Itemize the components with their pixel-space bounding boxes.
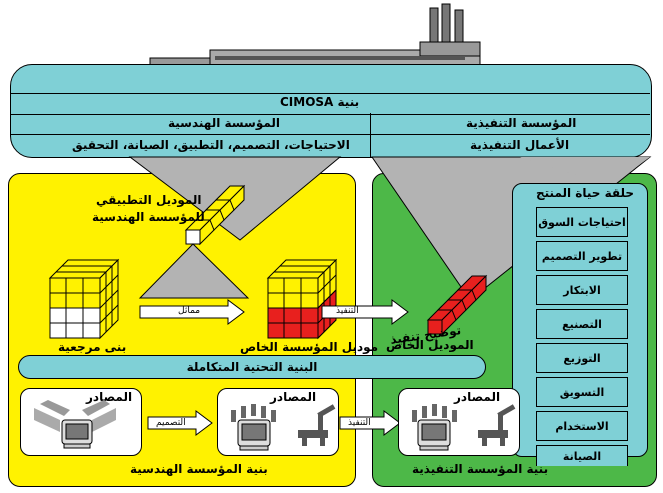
lifecycle-item: الاستخدام	[536, 411, 628, 441]
robot-arm-icon	[478, 404, 516, 446]
specific-model-block	[266, 258, 338, 340]
lifecycle-title: حلقة حياة المنتج	[536, 186, 635, 200]
execute-arrow-top	[321, 299, 409, 325]
engineering-architecture-label: بنية المؤسسة الهندسية	[130, 462, 268, 476]
lifecycle-item: التصنيع	[536, 309, 628, 339]
similar-label: مماثل	[178, 306, 201, 316]
cimosa-column-divider	[370, 113, 371, 157]
execute-arrow-bottom	[339, 410, 401, 436]
execute-label-top: التنفيذ	[336, 306, 359, 316]
cimosa-panel	[10, 64, 652, 158]
applied-model-cubes	[184, 184, 246, 246]
integrated-infrastructure-bar: البنية التحتية المتكاملة	[18, 355, 486, 379]
lifecycle-item: التوزيع	[536, 343, 628, 373]
lifecycle-item: الابتكار	[536, 275, 628, 305]
executed-model-cubes	[426, 274, 488, 336]
cimosa-title: بنية CIMOSA	[280, 95, 360, 109]
resources-label-2: المصادر	[270, 390, 317, 404]
applied-model-label-1: الموديل التطبيقي	[96, 193, 202, 207]
engineering-enterprise-desc: الاحتياجات، التصميم، التطبيق، الصيانة، ا…	[72, 138, 350, 152]
lifecycle-item: الصيانة	[536, 445, 628, 466]
lifecycle-item: التسويق	[536, 377, 628, 407]
cimosa-title-row	[10, 93, 650, 115]
lifecycle-item: تطوير التصميم	[536, 241, 628, 271]
projection-triangle	[138, 243, 250, 299]
robot-arm-icon	[298, 404, 336, 446]
specific-model-label: موديل المؤسسة الخاص	[240, 340, 379, 354]
exec-clarify-label-2: الموديل الخاص	[386, 338, 474, 352]
computer-icon	[231, 404, 276, 451]
operational-enterprise-desc: الأعمال التنفيذية	[470, 138, 570, 152]
engineering-enterprise-header: المؤسسة الهندسية	[168, 116, 281, 130]
design-label: التصميم	[156, 418, 186, 428]
design-arrow	[147, 410, 213, 436]
operational-architecture-label: بنية المؤسسة التنفيذية	[412, 462, 549, 476]
operational-enterprise-header: المؤسسة التنفيذية	[466, 116, 577, 130]
lifecycle-item: احتياجات السوق	[536, 207, 628, 237]
applied-model-label-2: للمؤسسة الهندسية	[92, 210, 205, 224]
reference-structures-label: بنى مرجعية	[58, 340, 127, 354]
computer-icon	[412, 404, 457, 451]
cimosa-mid-divider	[10, 134, 650, 135]
computer-icon	[34, 400, 116, 449]
execute-label-bottom: التنفيذ	[348, 418, 371, 428]
resources-label-1: المصادر	[86, 390, 133, 404]
reference-structures-block	[48, 258, 120, 340]
resources-label-3: المصادر	[454, 390, 501, 404]
similar-arrow	[139, 299, 245, 325]
